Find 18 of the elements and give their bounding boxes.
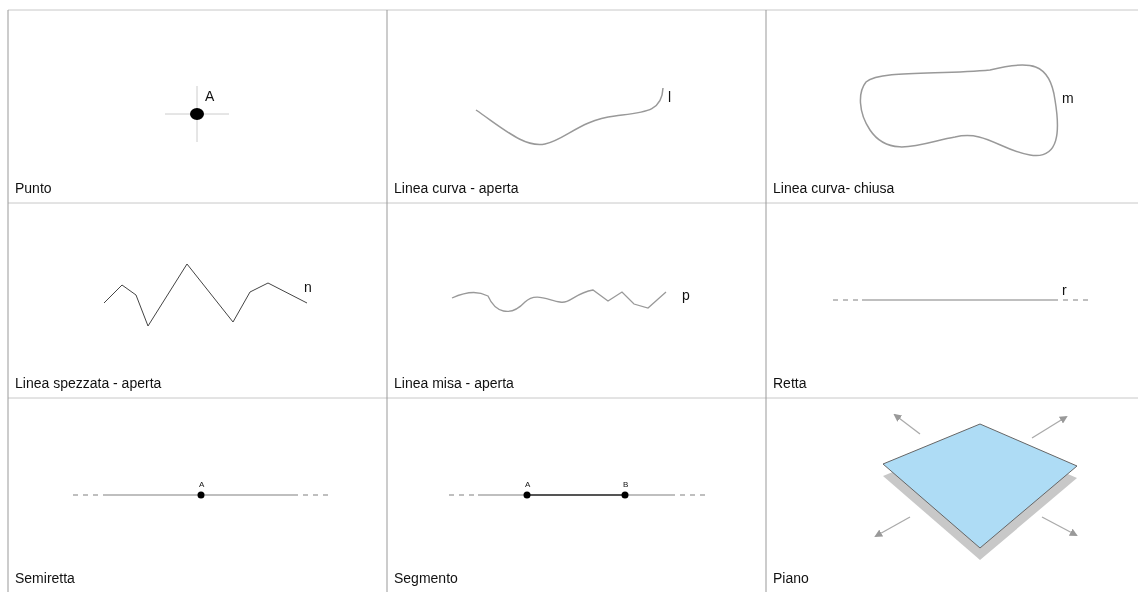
figure-caption: Linea spezzata - aperta xyxy=(15,376,162,390)
point-label: A xyxy=(199,481,205,489)
point-label: A xyxy=(205,89,215,103)
figure-caption: Linea curva- chiusa xyxy=(773,181,895,195)
figure-caption: Linea misa - aperta xyxy=(394,376,514,390)
line-label: n xyxy=(304,280,312,294)
line-label: l xyxy=(668,90,672,104)
line-label: m xyxy=(1062,91,1074,105)
line-label: p xyxy=(682,288,690,302)
figure-caption: Punto xyxy=(15,181,52,195)
point-label: A xyxy=(525,481,531,489)
figure-caption: Semiretta xyxy=(15,571,75,585)
figure-caption: Segmento xyxy=(394,571,458,585)
figure-caption: Piano xyxy=(773,571,809,585)
line-label: r xyxy=(1062,283,1067,297)
figure-caption: Linea curva - aperta xyxy=(394,181,519,195)
point-label: B xyxy=(623,481,629,489)
figure-caption: Retta xyxy=(773,376,807,390)
